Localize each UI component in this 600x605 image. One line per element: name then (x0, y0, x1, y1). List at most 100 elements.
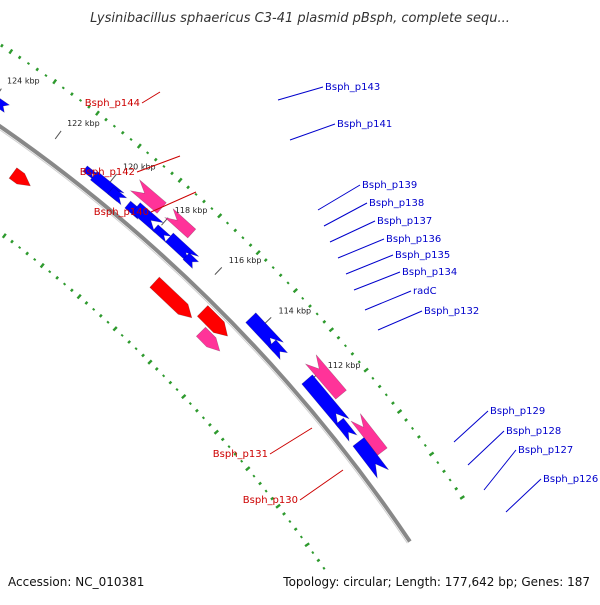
gc-skew-mark (52, 78, 58, 85)
gc-skew-mark (104, 117, 108, 122)
gc-skew-mark (201, 416, 206, 420)
feature-label: Bsph_p129 (490, 406, 545, 417)
feature-label: Bsph_p139 (362, 180, 417, 191)
gc-skew-mark (177, 177, 183, 183)
gc-skew-mark (316, 558, 321, 563)
gc-skew-mark (220, 437, 225, 442)
gc-skew-mark (55, 275, 60, 280)
forward-gene-arrow (350, 413, 388, 456)
feature-label: Bsph_p131 (213, 449, 268, 460)
gc-skew-mark (1, 233, 7, 239)
callout-line (337, 238, 385, 259)
gc-skew-mark (233, 228, 238, 233)
callout-line (323, 202, 368, 227)
gc-skew-mark (322, 319, 327, 324)
forward-gene-arrow (129, 178, 167, 214)
gc-skew-mark (315, 312, 319, 316)
callout-line (353, 271, 401, 291)
gc-skew-mark (70, 92, 74, 97)
callout-line (505, 478, 542, 513)
gc-skew-mark (459, 495, 465, 500)
summary-text: Topology: circular; Length: 177,642 bp; … (282, 575, 590, 589)
reverse-gene-arrow (107, 186, 128, 206)
gc-skew-mark (153, 157, 158, 162)
gc-skew-mark (78, 98, 83, 102)
gc-skew-mark (8, 48, 14, 55)
gc-skew-mark (227, 445, 231, 449)
forward-gene-arrow (195, 326, 221, 352)
gc-skew-mark (255, 249, 261, 256)
gc-skew-mark (311, 551, 315, 555)
gc-skew-mark (225, 221, 230, 225)
gc-skew-mark (357, 360, 361, 364)
callout-line (345, 254, 394, 275)
gc-skew-mark (270, 496, 275, 501)
scale-tick-label: 124 kbp (7, 76, 40, 85)
forward-gene-arrow (8, 167, 31, 187)
gc-skew-mark (245, 466, 251, 472)
feature-label: Bsph_p137 (377, 216, 432, 227)
gc-skew-mark (282, 511, 286, 516)
gc-skew-mark (112, 326, 118, 332)
feature-label: radC (413, 286, 437, 297)
feature-track (0, 98, 389, 480)
gc-skew-mark (48, 270, 52, 274)
feature-label: Bsph_p132 (424, 306, 479, 317)
feature-label: Bsph_p128 (506, 426, 561, 437)
gc-skew-mark (98, 313, 103, 318)
gc-skew-mark (213, 429, 219, 435)
gc-skew-mark (292, 288, 299, 294)
gc-skew-mark (170, 171, 174, 176)
reverse-gene-arrow (268, 339, 289, 361)
gc-skew-mark (162, 374, 166, 378)
reverse-gene-arrow (131, 202, 165, 234)
gc-skew-mark (258, 481, 262, 486)
backbone-track (0, 123, 412, 544)
callout-line (141, 91, 161, 104)
feature-label: Bsph_p142 (80, 167, 135, 178)
gc-skew-mark (328, 327, 335, 333)
gc-skew-mark (120, 130, 125, 135)
gc-skew-mark (175, 388, 179, 392)
callout-line (377, 310, 423, 331)
gc-skew-mark (278, 273, 283, 278)
callout-line (329, 220, 376, 243)
reverse-gene-arrow (352, 437, 389, 480)
forward-gene-arrow (304, 354, 347, 400)
gc-skew-mark (26, 61, 31, 65)
gc-skew-mark (188, 402, 192, 406)
gc-skew-mark (264, 489, 268, 493)
feature-label: Bsph_p136 (386, 234, 441, 245)
gc-skew-mark (162, 164, 166, 168)
gc-skew-mark (233, 452, 238, 456)
scale-tick-label: 122 kbp (67, 119, 100, 128)
gc-skew-mark (25, 251, 30, 256)
reverse-gene-arrow (245, 312, 284, 353)
gc-skew-mark (286, 281, 290, 285)
feature-label: Bsph_p127 (518, 445, 573, 456)
gc-skew-mark (69, 288, 74, 293)
gc-skew-mark (454, 486, 459, 491)
gc-skew-mark (423, 443, 427, 447)
gc-skew-mark (61, 86, 65, 90)
gc-skew-mark (304, 542, 310, 548)
scale-tick (214, 267, 223, 275)
gc-skew-mark (442, 469, 446, 474)
callout-line (299, 469, 344, 501)
gc-skew-mark (134, 347, 138, 351)
forward-gene-arrow (196, 305, 229, 337)
gc-skew-mark (241, 236, 245, 240)
gc-skew-mark (92, 307, 96, 311)
feature-label: Bsph_p141 (337, 119, 392, 130)
callout-line (136, 155, 181, 173)
callout-line (269, 427, 313, 455)
gc-skew-mark (436, 461, 440, 465)
feature-label: Bsph_p130 (243, 495, 298, 506)
gc-skew-mark (147, 359, 153, 365)
reverse-gene-arrow (182, 252, 200, 270)
feature-label: Bsph_p134 (402, 267, 457, 278)
gc-skew-mark (240, 459, 244, 463)
callout-line (483, 449, 517, 491)
gc-skew-mark (154, 367, 159, 371)
